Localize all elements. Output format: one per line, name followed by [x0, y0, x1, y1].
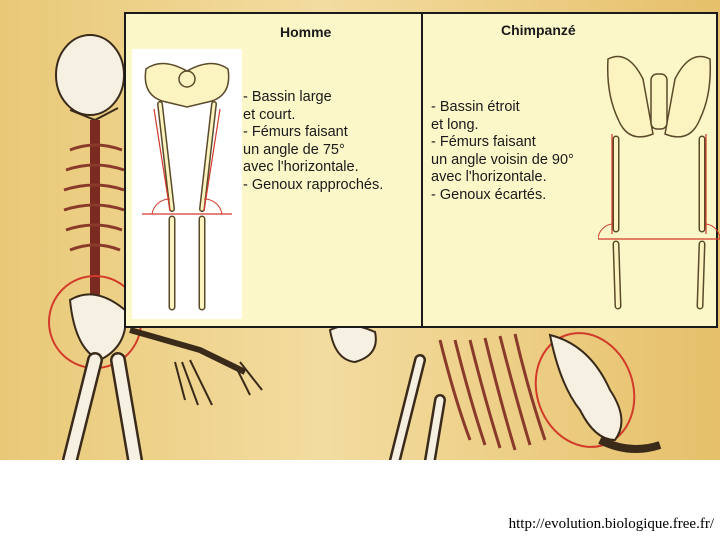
human-pelvis — [70, 294, 126, 360]
human-skull — [56, 35, 124, 115]
human-feature-list: - Bassin large et court. - Fémurs faisan… — [243, 89, 418, 194]
chimp-skull — [330, 325, 376, 362]
source-url: http://evolution.biologique.free.fr/ — [509, 516, 714, 533]
human-arm — [130, 330, 245, 372]
chimp-feature-knees: - Genoux écartés. — [431, 187, 716, 205]
chimp-feature-pelvis: - Bassin étroit et long. — [431, 99, 716, 134]
chimp-pelvis — [550, 335, 621, 440]
human-feature-femur: - Fémurs faisant un angle de 75° avec l'… — [243, 124, 418, 177]
human-hand — [175, 360, 262, 405]
human-feature-pelvis: - Bassin large et court. — [243, 89, 418, 124]
column-divider — [421, 14, 423, 326]
human-pelvis-diagram — [132, 49, 242, 319]
chimp-shins — [616, 244, 702, 306]
chimp-ribs — [440, 334, 545, 450]
chimp-feature-femur: - Fémurs faisant un angle voisin de 90° … — [431, 134, 716, 187]
comparison-panel: Homme - Bassin large et court. - Fémurs … — [124, 12, 718, 328]
human-title: Homme — [280, 24, 331, 40]
human-feature-knees: - Genoux rapprochés. — [243, 177, 418, 195]
chimp-femur — [600, 440, 660, 449]
chimp-title: Chimpanzé — [501, 22, 576, 38]
chimp-feature-list: - Bassin étroit et long. - Fémurs faisan… — [431, 99, 716, 204]
